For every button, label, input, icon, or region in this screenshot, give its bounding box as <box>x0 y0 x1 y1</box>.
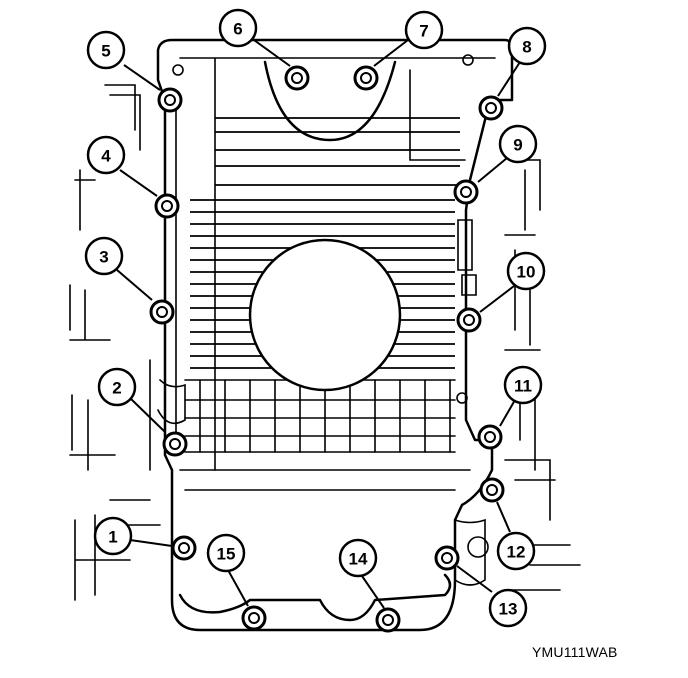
callout-label: 10 <box>517 263 536 282</box>
callout-3: 3 <box>84 236 124 276</box>
callout-9: 9 <box>498 124 538 164</box>
callout-label: 8 <box>522 38 531 57</box>
callout-5: 5 <box>86 30 126 70</box>
callout-label: 12 <box>507 543 526 562</box>
callout-6: 6 <box>218 8 258 48</box>
oil-pan-outline <box>149 38 514 632</box>
callout-label: 3 <box>99 248 108 267</box>
engine-block-left <box>69 84 161 601</box>
figure-reference-code: YMU111WAB <box>532 644 618 660</box>
callout-13: 13 <box>488 588 528 628</box>
callout-10: 10 <box>506 251 546 291</box>
callout-12: 12 <box>496 531 536 571</box>
callout-label: 11 <box>514 377 532 396</box>
callout-label: 14 <box>349 550 368 569</box>
callout-leaders <box>116 39 521 609</box>
callout-label: 2 <box>112 379 121 398</box>
callout-label: 6 <box>233 20 242 39</box>
bolt-5 <box>157 87 183 113</box>
callout-11: 11 <box>503 365 543 405</box>
callout-4: 4 <box>86 135 126 175</box>
callout-14: 14 <box>338 538 378 578</box>
bolt-8 <box>478 95 504 121</box>
bolt-11 <box>477 424 503 450</box>
callout-label: 13 <box>499 600 518 619</box>
callout-label: 1 <box>108 528 117 547</box>
bolt-4 <box>154 193 180 219</box>
callout-label: 9 <box>513 136 522 155</box>
bolt-12 <box>479 477 505 503</box>
bolt-14 <box>375 607 401 633</box>
bolt-6 <box>284 65 310 91</box>
bolt-3 <box>149 299 175 325</box>
bolt-9 <box>453 179 479 205</box>
callout-15: 15 <box>206 533 246 573</box>
callout-label: 4 <box>101 147 111 166</box>
ribs-upper <box>215 117 460 186</box>
callout-8: 8 <box>507 26 547 66</box>
bolt-10 <box>456 307 482 333</box>
crankcase-opening <box>248 238 402 392</box>
bolt-7 <box>353 65 379 91</box>
bolt-2 <box>162 431 188 457</box>
callout-2: 2 <box>97 367 137 407</box>
callout-label: 7 <box>419 22 428 41</box>
callout-1: 1 <box>93 516 133 556</box>
bolt-1 <box>171 535 197 561</box>
callout-7: 7 <box>404 10 444 50</box>
bolt-15 <box>241 605 267 631</box>
engine-block-right <box>504 159 581 591</box>
callout-label: 15 <box>217 545 236 564</box>
callout-label: 5 <box>101 42 110 61</box>
bolt-13 <box>434 545 460 571</box>
